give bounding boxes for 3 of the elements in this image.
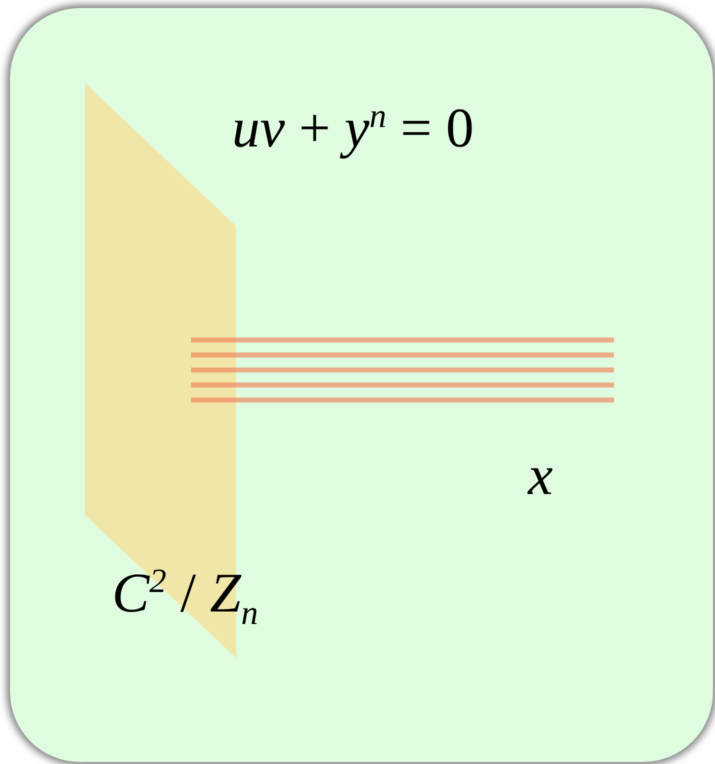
equation-label: uv + y$^{n}$ = 0: [232, 100, 474, 157]
space-label: C$^{2}$ / Z$_{n}$: [112, 565, 258, 631]
coordinate-label: x: [528, 448, 553, 504]
